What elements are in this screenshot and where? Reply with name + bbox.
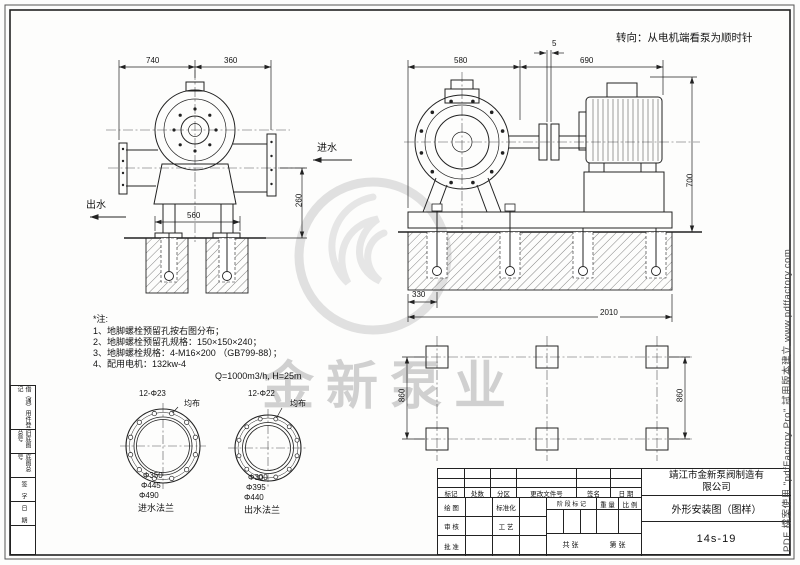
rev-header-count: 处数 [464,487,490,497]
outlet-flange-spacing: 均布 [290,399,306,408]
dim-700: 700 [685,173,695,188]
sig-draw: 绘 图 [438,497,465,516]
outlet-arrow-label: 出水 [86,200,106,211]
inlet-flange-d3: Φ490 [139,491,159,500]
dim-740: 740 [146,56,160,65]
sheet-total: 共 张 [562,542,579,549]
left-panel-row-date: 日 期 [11,502,35,526]
outlet-flange-holes: 12-Φ22 [248,389,275,398]
foundation-plan-drawing [402,336,692,461]
title-block: 标记 处数 分区 更改文件号 签名 日 期 绘 图 标准化 审 核 工 艺 批 … [437,468,791,556]
rev-cell [516,478,576,487]
note-line-1: 1、地脚螺栓预留孔按右图分布； [93,326,225,336]
inlet-flange-d1: Φ350 [143,471,163,480]
rev-header-docno: 更改文件号 [516,487,576,497]
left-panel-row-borrow: 借（通）用件登记 [11,386,35,430]
sig-cell [465,516,492,535]
scale-header: 比 例 [618,497,641,509]
rev-cell [464,469,490,478]
rev-cell [610,478,641,487]
outlet-flange-caption: 出水法兰 [244,505,281,515]
front-view-drawing [106,70,306,294]
sig-cell [519,497,546,516]
company-name: 靖江市金新泵阀制造有限公司 [641,469,791,495]
side-view-drawing [398,72,702,291]
note-line-2: 2、地脚螺栓预留孔规格：150×150×240； [93,337,262,347]
note-line-4: 4、配用电机：132kw-4 [93,359,187,369]
sig-standard: 标准化 [492,497,519,516]
outlet-flange-d3: Φ440 [244,493,264,502]
sig-approve: 批 准 [438,535,465,556]
rev-header-mark: 标记 [438,487,464,497]
inlet-flange-holes: 12-Φ23 [139,389,166,398]
sig-cell [519,516,546,535]
duty-spec: Q=1000m3/h, H=25m [215,371,302,381]
sig-cell [465,497,492,516]
scale-cell [618,509,641,533]
left-panel-row-master: 底图总号 [11,454,35,478]
rev-cell [576,478,610,487]
note-line-3: 3、地脚螺栓规格：4-M16×200 （GB799-88）； [93,348,282,358]
drawing-number: 14s-19 [641,521,791,556]
outlet-flange-d1: Φ300 [248,473,268,482]
weight-header: 重 量 [596,497,618,509]
dim-260: 260 [294,193,304,208]
sig-cell [519,535,546,556]
rev-cell [438,478,464,487]
notes-title: *注: [93,314,109,324]
stage-cell [580,509,596,533]
left-panel-row-old-master: 旧底图总号 [11,430,35,454]
rev-header-sign: 签名 [576,487,610,497]
plan-dim-860-right: 860 [675,388,685,403]
sig-cell [465,535,492,556]
rotation-note: 转向：从电机端看泵为顺时针 [616,32,753,44]
dim-690: 690 [580,56,594,65]
left-margin-block: 借（通）用件登记 旧底图总号 底图总号 签 字 日 期 [10,385,36,555]
pdf-trial-watermark: PDF 檔案使用 "pdfFactory Pro" 試用版本建立 www.pdf… [782,248,793,552]
rev-cell [438,469,464,478]
inlet-flange-caption: 进水法兰 [138,503,175,513]
sig-process: 工 艺 [492,516,519,535]
stage-cell [546,509,563,533]
dim-5: 5 [552,39,557,48]
sheet-count-cell: 共 张 第 张 [546,533,641,556]
stage-cell [563,509,580,533]
front-view-dimensions [90,60,352,239]
rev-header-zone: 分区 [490,487,516,497]
rev-cell [610,469,641,478]
weight-cell [596,509,618,533]
dim-2010: 2010 [598,308,620,318]
dim-560: 560 [187,211,201,220]
rev-header-date: 日 期 [610,487,641,497]
inlet-arrow-label: 进水 [317,143,337,154]
dim-330: 330 [412,290,426,299]
drawing-title: 外形安装图（图样） [641,495,791,521]
left-panel-row-signature: 签 字 [11,478,35,502]
sig-check: 审 核 [438,516,465,535]
stage-header: 阶 段 标 记 [546,497,596,509]
sig-cell [492,535,519,556]
brand-watermark: 金新泵业 [262,358,519,416]
inlet-flange-spacing: 均布 [184,399,200,408]
rev-cell [490,469,516,478]
rev-cell [490,478,516,487]
inlet-flange-drawing [120,403,206,489]
rev-cell [516,469,576,478]
left-panel-row-blank [11,526,35,554]
sheet-number: 第 张 [609,542,626,549]
plan-dim-860-left: 860 [397,388,407,403]
dim-580: 580 [454,56,468,65]
outlet-flange-d2: Φ395 [246,483,266,492]
rev-cell [464,478,490,487]
side-view-dimensions [407,50,697,322]
dim-360: 360 [224,56,238,65]
rev-cell [576,469,610,478]
outlet-flange-drawing [228,407,308,487]
inlet-flange-d2: Φ445 [141,481,161,490]
frame-border [4,4,795,560]
